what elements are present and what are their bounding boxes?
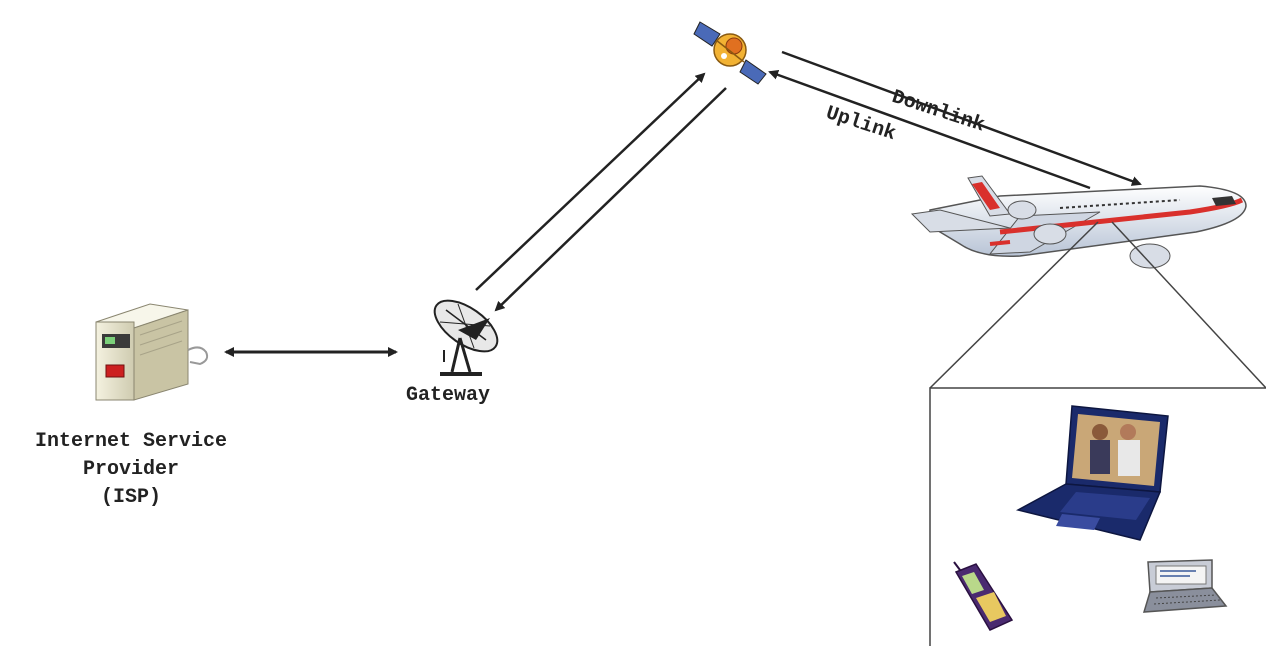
gateway-label: Gateway [406, 384, 490, 407]
airplane-icon [912, 176, 1246, 268]
zoom-line-right [1112, 222, 1266, 388]
isp-label-line3: (ISP) [6, 486, 256, 509]
satellite-icon [694, 22, 766, 84]
satellite-dish-icon [426, 291, 506, 374]
server-icon [96, 304, 207, 400]
gateway-uplink-arrow [476, 74, 704, 290]
gateway-downlink-arrow [496, 88, 726, 310]
isp-label-line1: Internet Service [6, 430, 256, 453]
uplink-arrow [770, 72, 1090, 188]
isp-label-line2: Provider [6, 458, 256, 481]
